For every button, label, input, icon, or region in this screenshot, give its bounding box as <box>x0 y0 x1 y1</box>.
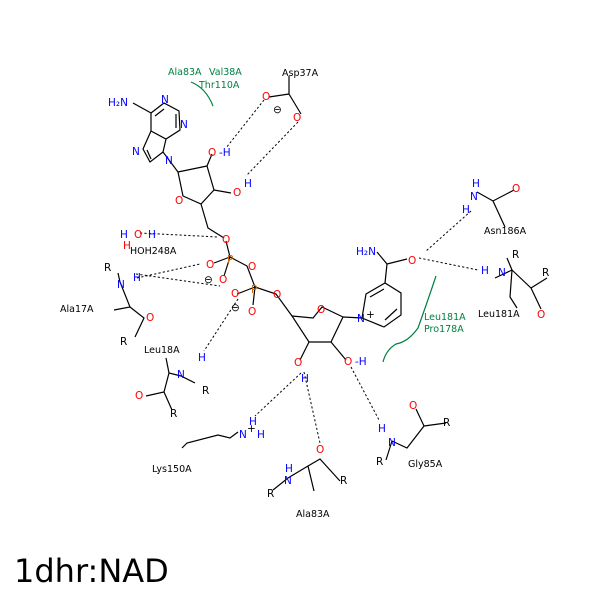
atom-h-hydroxyl-3: H <box>301 373 309 385</box>
adenine-ring <box>132 102 181 173</box>
atom-o-p1-a: O <box>206 259 214 271</box>
atom-h-asn186: H <box>472 178 480 190</box>
atom-o-ribose-link: O <box>222 234 230 246</box>
atom-r-leu181-2: R <box>542 267 549 279</box>
hydrophobic-label-thr110: Thr110A <box>198 80 240 91</box>
atom-o-leu18: O <box>135 390 143 402</box>
atom-o-hoh248: O <box>134 229 142 241</box>
atom-h-hydroxyl-4: -H <box>355 356 367 368</box>
atom-r-leu181: R <box>512 249 519 261</box>
atom-minus-asp37: ⊖ <box>273 104 282 116</box>
atom-plus-pyridinium: + <box>366 309 375 321</box>
atom-r-ala83: R <box>267 488 274 500</box>
atom-nh2-amide: H₂N <box>356 246 376 258</box>
atom-n-gly85: N <box>388 437 396 449</box>
atom-h-ala83: H <box>285 463 293 475</box>
label-lys150: Lys150A <box>152 464 192 475</box>
atom-r-leu18-2: R <box>170 408 177 420</box>
phosphate-backbone <box>213 240 293 317</box>
atom-o-bridge: O <box>248 261 256 273</box>
atom-r-gly85-2: R <box>376 456 383 468</box>
atom-o-gly85: O <box>409 400 417 412</box>
atom-r-ala17: R <box>104 262 111 274</box>
atom-o-asp37-1: O <box>262 91 270 103</box>
label-gly85: Gly85A <box>408 459 443 470</box>
atom-o-hydroxyl-2: O <box>233 187 241 199</box>
atom-n-ala17: N <box>117 279 125 291</box>
atom-n-adenine-1: N <box>161 94 169 106</box>
hydrophobic-label-ala83: Ala83A <box>168 67 202 78</box>
atom-h-gly85: H <box>378 423 386 435</box>
atom-r-ala83-2: R <box>340 475 347 487</box>
nicotinamide-ring <box>361 251 408 328</box>
ribose-nicotinamide <box>290 306 363 361</box>
atom-o-amide: O <box>408 255 416 267</box>
atom-h-lys150-2: H <box>257 429 265 441</box>
atom-n-lys150: N <box>239 429 247 441</box>
atom-n-adenine-4: N <box>165 155 173 167</box>
atom-o-p2-link: O <box>273 289 281 301</box>
label-asn186: Asn186A <box>484 226 527 237</box>
atom-o-ribose-1: O <box>175 195 183 207</box>
atom-o-asn186: O <box>512 183 520 195</box>
atom-h-asn186-2: H <box>462 204 470 216</box>
atom-labels: N N N N H₂N O O -H O H O P O O O ⊖ P O O… <box>104 91 549 500</box>
atom-o-hydroxyl-3: O <box>294 357 302 369</box>
atom-o-ribose-2: O <box>317 304 325 316</box>
hydrophobic-arc-right <box>382 275 437 363</box>
atom-n-pyridinium: N <box>357 313 365 325</box>
page-title: 1dhr:NAD <box>14 552 169 590</box>
atom-n-leu181: N <box>498 267 506 279</box>
atom-h-hoh248-1: H <box>120 229 128 241</box>
atom-h-hydroxyl-1: -H <box>219 147 231 159</box>
atom-minus-1: ⊖ <box>204 274 213 286</box>
atom-n-ala83: N <box>284 475 292 487</box>
atom-r-gly85: R <box>443 417 450 429</box>
hydrophobic-arc-top <box>190 81 214 107</box>
atom-p-2: P <box>251 284 257 296</box>
atom-h-hoh248-3: H <box>123 240 131 252</box>
atom-h-leu181: H <box>481 265 489 277</box>
residue-labels: Asp37A Asn186A Leu181A HOH248A Ala17A Le… <box>60 67 527 520</box>
atom-o-hydroxyl-4: O <box>344 356 352 368</box>
atom-r-leu18: R <box>202 385 209 397</box>
hydrogen-bonds <box>135 99 479 444</box>
residue-fragments <box>113 76 548 492</box>
hydrophobic-label-val38: Val38A <box>209 67 242 78</box>
atom-o-ala17: O <box>146 312 154 324</box>
atom-n-asn186: N <box>470 191 478 203</box>
atom-n-leu18: N <box>177 369 185 381</box>
label-leu181: Leu181A <box>478 309 520 320</box>
label-leu18: Leu18A <box>144 345 180 356</box>
atom-o-ala83: O <box>316 444 324 456</box>
atom-h-hydroxyl-2: H <box>244 178 252 190</box>
atom-o-hydroxyl-1: O <box>208 147 216 159</box>
atom-o-p2-a: O <box>231 288 239 300</box>
atom-o-p1-b: O <box>219 274 227 286</box>
atom-n-adenine-3: N <box>132 146 140 158</box>
atom-nh2-adenine: H₂N <box>108 97 128 109</box>
label-ala83: Ala83A <box>296 509 330 520</box>
atom-p-1: P <box>227 254 233 266</box>
atom-plus-lys150: + <box>247 423 256 435</box>
label-asp37: Asp37A <box>282 68 319 79</box>
atom-minus-2: ⊖ <box>231 302 240 314</box>
ribose-adenosine <box>177 153 232 239</box>
atom-h-leu18: H <box>198 352 206 364</box>
atom-n-adenine-2: N <box>180 119 188 131</box>
atom-r-ala17-2: R <box>120 336 127 348</box>
atom-o-p2-b: O <box>248 306 256 318</box>
atom-o-asp37-2: O <box>293 112 301 124</box>
hydrophobic-label-pro178: Pro178A <box>424 324 464 335</box>
label-hoh248: HOH248A <box>130 246 177 257</box>
atom-h-ala17: H <box>133 272 141 284</box>
atom-o-leu181: O <box>537 309 545 321</box>
label-ala17: Ala17A <box>60 304 94 315</box>
atom-h-hoh248-2: H <box>148 229 156 241</box>
atom-h-lys150-1: H <box>249 416 257 428</box>
hydrophobic-label-leu181: Leu181A <box>424 312 466 323</box>
